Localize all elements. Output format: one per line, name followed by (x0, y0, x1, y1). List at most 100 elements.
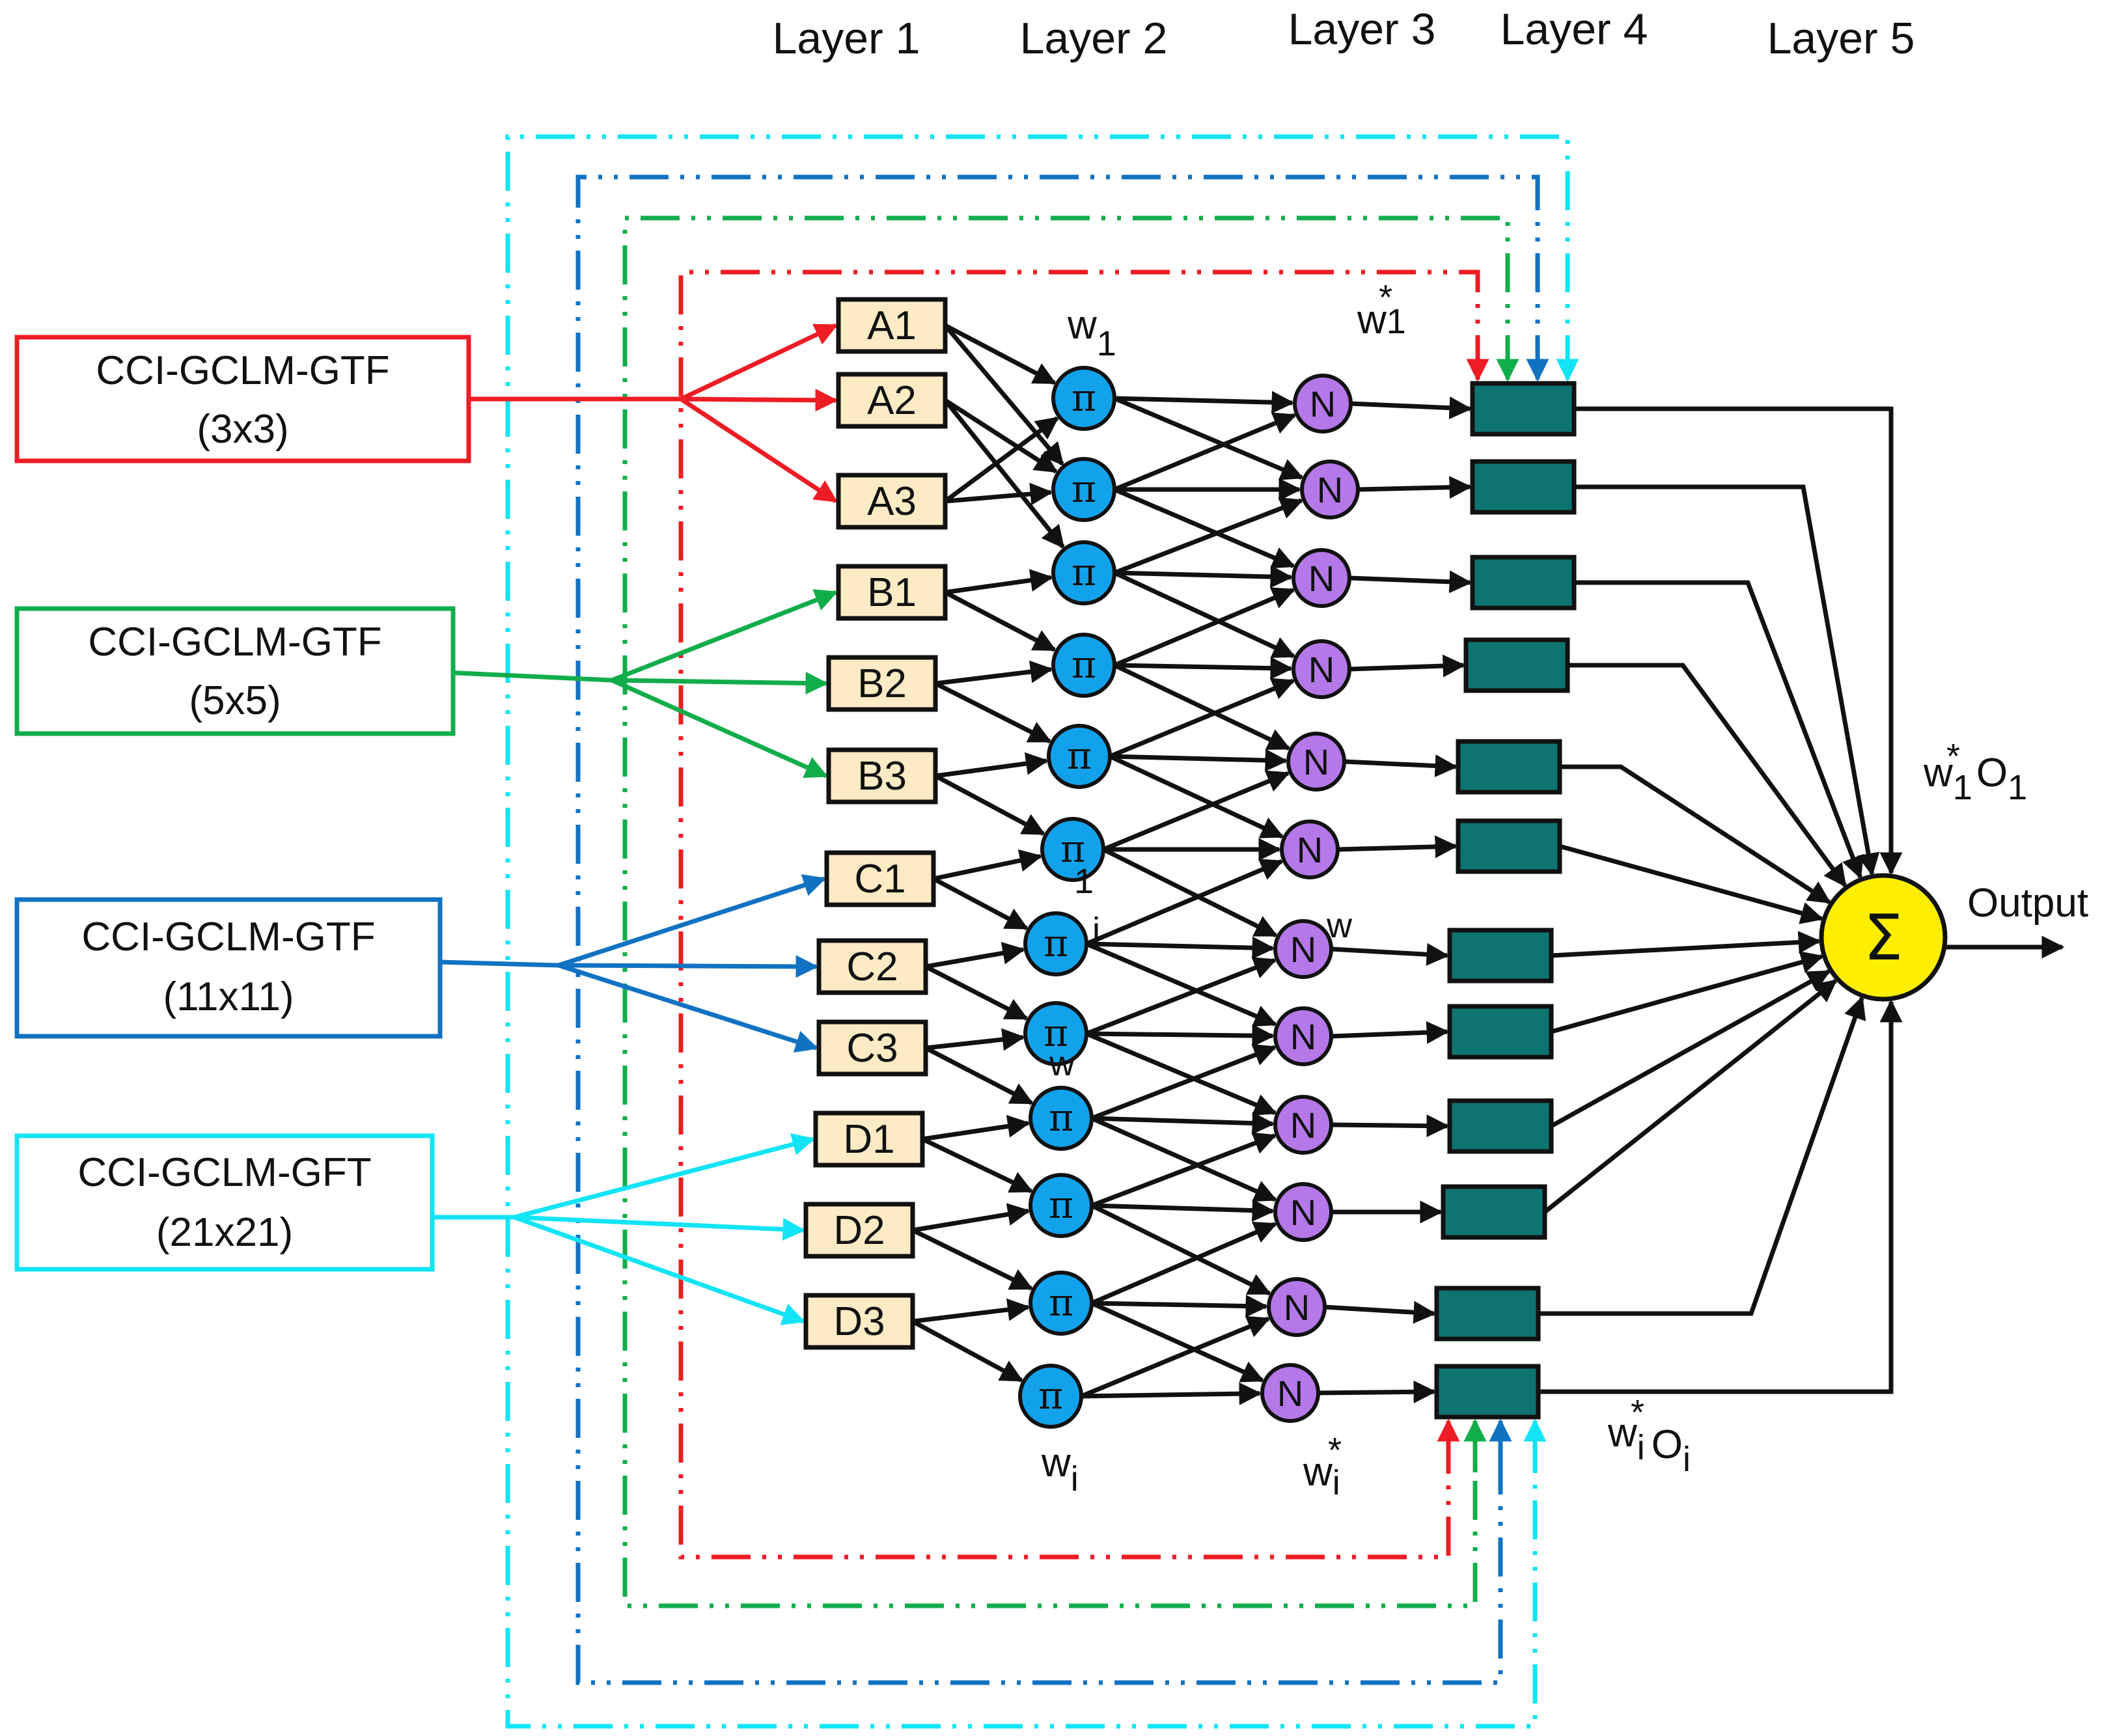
input-box-2-name: CCI-GCLM-GTF (88, 620, 381, 665)
edge-l2-l3 (1113, 487, 1296, 569)
stray-label-w-lower: w (1049, 1044, 1075, 1083)
membership-node-a3-label: A3 (867, 479, 917, 524)
consequent-node-1 (1470, 381, 1577, 437)
input-box-3-name: CCI-GCLM-GTF (81, 915, 375, 959)
consequent-node-3 (1470, 555, 1577, 611)
edge-l1-l2 (921, 1137, 1034, 1194)
membership-node-c3-label: C3 (846, 1026, 898, 1071)
norm-node-11 (1267, 1277, 1327, 1337)
input-arrow-b2 (611, 672, 829, 695)
norm-node-8-symbol: N (1290, 1016, 1316, 1057)
layer-1-heading: Layer 1 (773, 14, 920, 63)
edge-l4-sum (1543, 978, 1838, 1214)
input-box-4: CCI-GCLM-GFT (21x21) (14, 1133, 435, 1272)
edge-l2-l3 (1113, 412, 1297, 492)
stray-label-w-upper: w (1326, 906, 1353, 945)
w1-star-sup: * (1379, 278, 1392, 317)
edge-l2-l3 (1090, 1203, 1272, 1296)
rule-node-4 (1051, 633, 1116, 698)
rule-node-12 (1018, 1364, 1083, 1429)
edge-l2-l3 (1091, 1112, 1275, 1135)
edge-l4-sum (1559, 844, 1824, 924)
layer-4-consequent-nodes (1434, 381, 1577, 1420)
edge-l1-l2 (944, 590, 1057, 652)
weight-label-w1: w1 (1067, 303, 1116, 363)
membership-node-b2-label: B2 (857, 661, 907, 706)
layer-4-heading: Layer 4 (1500, 5, 1648, 54)
rule-node-12-symbol: π (1038, 1373, 1063, 1418)
membership-node-d3-label: D3 (833, 1299, 885, 1344)
consequent-node-6 (1456, 818, 1562, 874)
input-arrow-b3 (611, 678, 829, 778)
edge-l2-l3 (1090, 1221, 1278, 1306)
membership-node-b2 (826, 655, 938, 712)
membership-node-a2-label: A2 (867, 378, 917, 423)
network-connections (911, 323, 1903, 1405)
wioi-sup: * (1631, 1393, 1644, 1432)
edge-l1-l2 (943, 398, 1065, 549)
membership-node-b1 (836, 564, 948, 621)
norm-node-4-symbol: N (1308, 649, 1334, 690)
edge-l1-l2 (944, 323, 1057, 385)
wioi-base: w (1607, 1411, 1637, 1455)
edge-l3-l4 (1349, 654, 1466, 678)
edge-l2-l3 (1085, 957, 1277, 1036)
membership-node-d2 (803, 1202, 915, 1259)
norm-node-4 (1292, 639, 1351, 699)
input-box-4-name: CCI-GCLM-GFT (77, 1150, 371, 1195)
edge-l2-l3 (1080, 1316, 1271, 1399)
membership-node-a2 (836, 372, 948, 429)
edge-l1-l2 (932, 876, 1029, 931)
rule-node-9-symbol: π (1049, 1095, 1073, 1140)
edge-l1-l2 (924, 1045, 1034, 1105)
edge-l4-sum (1560, 764, 1831, 904)
membership-node-c2-label: C2 (846, 944, 898, 989)
rule-node-11 (1029, 1271, 1094, 1336)
consequent-node-5 (1456, 739, 1562, 795)
w1-sub: 1 (1097, 324, 1116, 363)
norm-node-5-symbol: N (1303, 741, 1329, 782)
consequent-node-10 (1441, 1184, 1547, 1240)
edge-l3-l4 (1331, 1021, 1450, 1044)
wi-star-sup: * (1328, 1431, 1342, 1470)
consequent-node-2 (1470, 459, 1577, 515)
wioi-osub: i (1683, 1440, 1691, 1479)
wioi-sub: i (1637, 1428, 1645, 1467)
membership-node-d3 (803, 1293, 915, 1350)
edge-l2-l3 (1102, 847, 1279, 938)
consequent-node-9 (1447, 1098, 1554, 1154)
wi-star-sub: i (1333, 1463, 1340, 1502)
rule-node-11-symbol: π (1049, 1280, 1073, 1325)
input-arrow-d2 (514, 1215, 806, 1241)
edge-l1-l2 (934, 681, 1052, 744)
norm-node-10-symbol: N (1290, 1192, 1316, 1233)
norm-node-9 (1273, 1095, 1333, 1155)
w1-star-base: w (1357, 297, 1387, 342)
edge-l3-l4 (1344, 754, 1458, 778)
input-arrow-c2 (558, 955, 819, 978)
rule-node-2 (1051, 457, 1116, 522)
consequent-node-12 (1434, 1364, 1541, 1420)
edge-l2-l3 (1090, 1116, 1278, 1202)
input-box-4-frame (14, 1133, 435, 1272)
feedback-loop-green (622, 215, 1510, 1608)
edge-l3-l4 (1337, 835, 1458, 859)
w1o1-sup: * (1946, 737, 1960, 776)
edge-l2-l3 (1113, 587, 1295, 668)
feedback-arrowheads (1437, 351, 1579, 1472)
input-box-3: CCI-GCLM-GTF (11x11) (14, 897, 443, 1039)
rule-node-10-symbol: π (1049, 1183, 1073, 1227)
rule-node-7-symbol: π (1044, 921, 1068, 965)
edge-l2-l3 (1114, 391, 1295, 414)
rule-node-5 (1047, 724, 1112, 789)
layer-5-heading: Layer 5 (1767, 14, 1915, 63)
input-box-2: CCI-GCLM-GTF (5x5) (14, 606, 456, 736)
membership-node-b1-label: B1 (867, 570, 917, 615)
norm-node-9-symbol: N (1290, 1105, 1316, 1146)
edge-l2-l3 (1102, 770, 1290, 852)
wi-sub: i (1071, 1459, 1079, 1498)
edge-l4-sum (1550, 969, 1831, 1129)
